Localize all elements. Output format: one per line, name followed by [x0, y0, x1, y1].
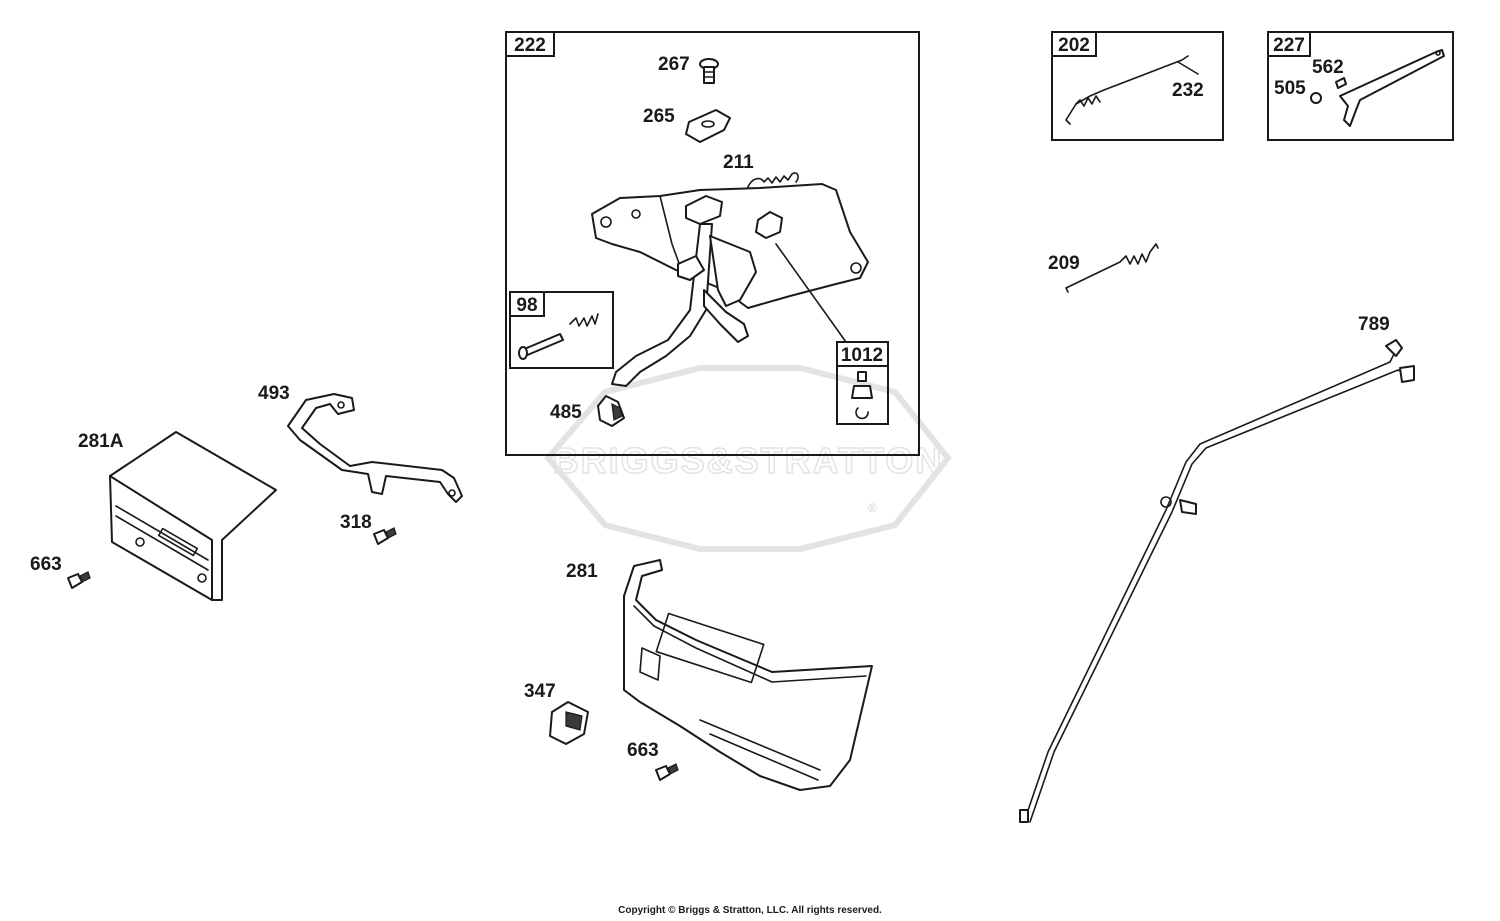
part-663-bolt-right — [655, 763, 679, 781]
label-663-left: 663 — [30, 554, 62, 575]
label-318: 318 — [340, 512, 372, 533]
part-281-shield — [623, 559, 873, 791]
sub-box-98: 98 — [509, 291, 614, 369]
watermark-text: BRIGGS&STRATTON — [553, 440, 944, 481]
label-211: 211 — [723, 152, 754, 173]
label-505: 505 — [1274, 78, 1306, 99]
label-227: 227 — [1273, 35, 1305, 56]
part-209-spring — [1065, 243, 1159, 293]
brand-watermark: BRIGGS&STRATTON ® — [544, 365, 952, 552]
label-485: 485 — [550, 402, 582, 423]
part-265-clamp — [685, 109, 731, 143]
part-281A-shield — [109, 431, 277, 601]
watermark-registered: ® — [868, 501, 877, 515]
part-493-bracket — [287, 393, 463, 503]
part-347-switch — [549, 701, 589, 745]
label-265: 265 — [643, 106, 675, 127]
label-562: 562 — [1312, 57, 1344, 78]
assembly-box-202: 202 232 — [1051, 31, 1224, 141]
part-789-rod — [1019, 339, 1415, 823]
part-211-spring — [747, 172, 799, 188]
label-281A: 281A — [78, 431, 124, 452]
label-663-right: 663 — [627, 740, 659, 761]
label-98: 98 — [516, 295, 537, 316]
label-267: 267 — [658, 54, 690, 75]
assembly-box-222: 222 267 265 211 — [505, 31, 920, 456]
copyright-text: Copyright © Briggs & Stratton, LLC. All … — [618, 905, 882, 916]
part-governor-bracket — [591, 183, 869, 387]
label-232: 232 — [1172, 80, 1204, 101]
label-281: 281 — [566, 561, 598, 582]
assembly-box-227: 227 562 505 — [1267, 31, 1454, 141]
part-485-grip — [597, 395, 625, 427]
label-789: 789 — [1358, 314, 1390, 335]
label-1012: 1012 — [841, 345, 883, 366]
label-222: 222 — [514, 35, 546, 56]
leader-1012 — [775, 243, 847, 343]
label-493: 493 — [258, 383, 290, 404]
sub-box-1012: 1012 — [836, 341, 889, 425]
label-347: 347 — [524, 681, 556, 702]
label-209: 209 — [1048, 253, 1080, 274]
label-202: 202 — [1058, 35, 1090, 56]
part-318-bolt — [373, 527, 397, 545]
part-663-bolt-left — [67, 571, 91, 589]
part-267-screw — [699, 58, 719, 84]
